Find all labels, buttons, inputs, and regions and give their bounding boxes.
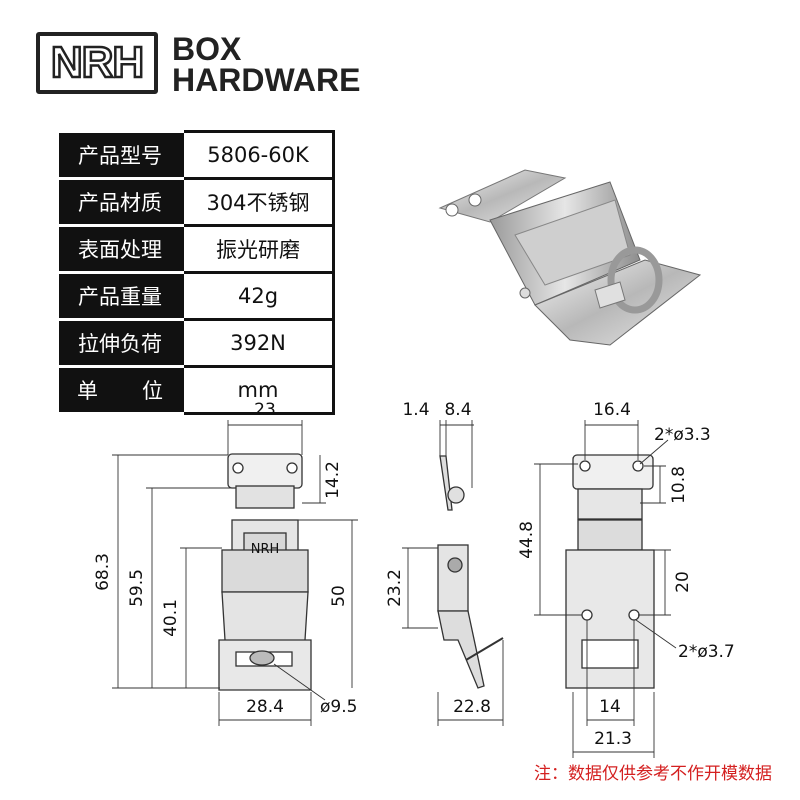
product-photo xyxy=(438,169,702,346)
brand-line-2: HARDWARE xyxy=(172,62,361,98)
dim-side-depth: 22.8 xyxy=(453,697,491,717)
dim-back-width-inner: 14 xyxy=(599,697,621,717)
dim-front-height-right: 50 xyxy=(329,585,349,607)
spec-value: 42g xyxy=(181,271,335,321)
dim-side-height: 23.2 xyxy=(385,569,405,607)
dim-front-height-plate: 14.2 xyxy=(323,461,343,499)
dim-front-ring: ø9.5 xyxy=(320,697,357,717)
front-view xyxy=(218,453,312,691)
dim-back-height-total: 44.8 xyxy=(517,521,537,559)
dim-front-height-low: 40.1 xyxy=(161,599,181,637)
spec-key: 单位 xyxy=(56,365,183,415)
spec-key: 拉伸负荷 xyxy=(56,318,183,368)
brand-line-1: BOX xyxy=(172,31,242,67)
dim-front-width-top: 23 xyxy=(254,400,276,420)
brand-name: BOX HARDWARE xyxy=(172,31,361,98)
side-view xyxy=(437,455,504,689)
spec-key: 产品材质 xyxy=(56,177,183,227)
brand-logo: NRH xyxy=(36,32,158,94)
disclaimer-note: 注：数据仅供参考不作开模数据 xyxy=(534,764,772,784)
dim-front-width-bottom: 28.4 xyxy=(246,697,284,717)
dim-back-height-mid: 20 xyxy=(673,571,693,593)
technical-drawing: 23 68.3 59.5 40.1 14.2 50 28.4 ø9.5 NRH … xyxy=(93,400,735,758)
dim-back-width-top: 16.4 xyxy=(593,400,631,420)
spec-row: 表面处理振光研磨 xyxy=(56,224,335,274)
dim-back-height-hole: 10.8 xyxy=(669,466,689,504)
spec-key: 表面处理 xyxy=(56,224,183,274)
dim-back-holes-top: 2*ø3.3 xyxy=(654,425,711,445)
back-view xyxy=(565,454,655,689)
dim-front-height-mid: 59.5 xyxy=(127,569,147,607)
dim-side-b: 8.4 xyxy=(444,400,471,420)
spec-key: 产品重量 xyxy=(56,271,183,321)
spec-value: 304不锈钢 xyxy=(181,177,335,227)
spec-key-part: 单 xyxy=(77,379,98,403)
dim-side-a: 1.4 xyxy=(402,400,429,420)
spec-value: 振光研磨 xyxy=(181,224,335,274)
front-emboss: NRH xyxy=(251,542,280,557)
spec-key-part: 位 xyxy=(142,379,163,403)
spec-key: 产品型号 xyxy=(56,130,183,180)
dim-front-height-total: 68.3 xyxy=(93,553,113,591)
spec-value: 392N xyxy=(181,318,335,368)
dim-back-holes-low: 2*ø3.7 xyxy=(678,642,735,662)
logo-mark: NRH xyxy=(50,37,146,89)
spec-value: mm xyxy=(181,365,335,415)
dim-back-width-bottom: 21.3 xyxy=(594,729,632,749)
spec-value: 5806-60K xyxy=(181,130,335,180)
